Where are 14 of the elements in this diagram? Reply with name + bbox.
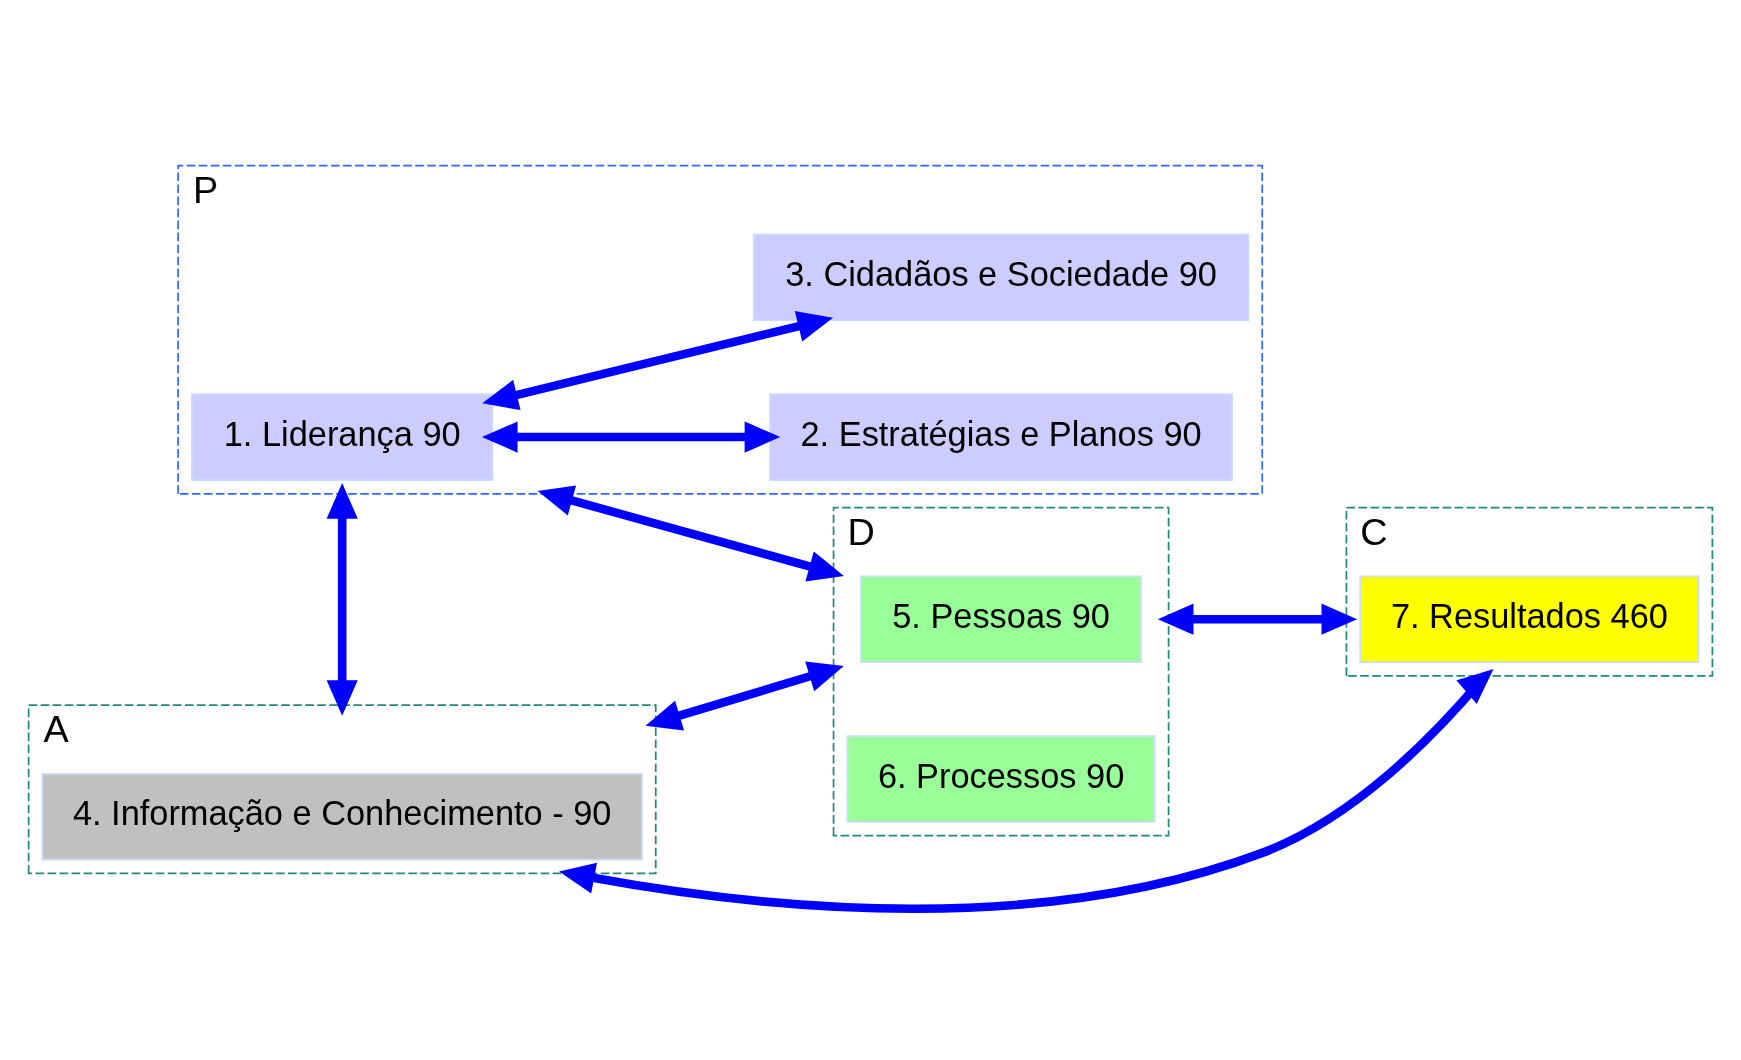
node-box: 6. Processos 90	[846, 734, 1156, 823]
node-box: 4. Informação e Conhecimento - 90	[41, 772, 643, 861]
node-box: 1. Liderança 90	[191, 392, 494, 481]
arrow	[326, 482, 358, 716]
arrow	[482, 310, 834, 410]
node-box: 7. Resultados 460	[1359, 574, 1700, 663]
arrow	[537, 484, 844, 581]
arrow	[481, 421, 781, 453]
node-box: 2. Estratégias e Planos 90	[769, 392, 1233, 481]
node-box: 5. Pessoas 90	[860, 574, 1142, 663]
arrow	[645, 660, 844, 731]
node-box: 3. Cidadãos e Sociedade 90	[752, 233, 1250, 321]
arrow	[559, 668, 1494, 913]
arrow	[1157, 603, 1358, 635]
